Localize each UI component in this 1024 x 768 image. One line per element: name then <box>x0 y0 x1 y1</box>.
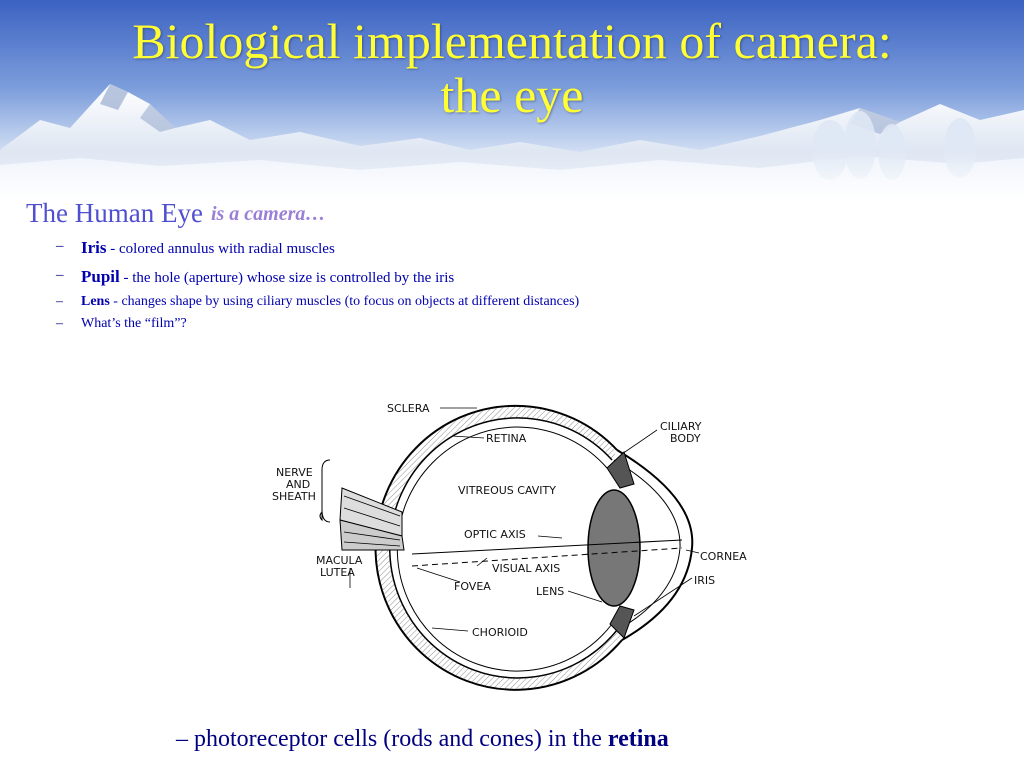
slide-title: Biological implementation of camera: the… <box>0 14 1024 122</box>
bullet-term: Iris <box>81 238 107 257</box>
bullet-item-iris: – Iris - colored annulus with radial mus… <box>56 238 579 258</box>
label-ciliary-body-1: CILIARY <box>660 420 702 433</box>
bullet-separator: - <box>106 241 119 257</box>
optic-axis-line <box>411 539 683 555</box>
label-vitreous-cavity: VITREOUS CAVITY <box>458 484 556 497</box>
bullet-item-lens: – Lens - changes shape by using ciliary … <box>56 294 579 310</box>
bullet-dash: – <box>56 294 63 309</box>
label-nerve-3: SHEATH <box>272 490 316 503</box>
bullet-item-pupil: – Pupil - the hole (aperture) whose size… <box>56 267 579 287</box>
section-heading: The Human Eye is a camera… <box>26 198 325 229</box>
cornea-shape <box>616 449 694 641</box>
eye-diagram: SCLERA RETINA CILIARY BODY NERVE AND SHE… <box>262 388 762 708</box>
bullet-text: the hole (aperture) whose size is contro… <box>132 270 455 286</box>
iris-shape <box>609 605 635 639</box>
label-lens: LENS <box>536 585 564 598</box>
label-macula-1: MACULA <box>316 554 363 567</box>
label-optic-axis: OPTIC AXIS <box>464 528 526 541</box>
mountain-banner <box>0 0 1024 200</box>
bullet-text: colored annulus with radial muscles <box>119 241 335 257</box>
footer-emphasis: retina <box>607 726 669 752</box>
label-retina: RETINA <box>486 432 527 445</box>
bullet-dash: – <box>56 238 64 254</box>
label-cornea: CORNEA <box>700 550 747 563</box>
bullet-dash: – <box>56 316 63 331</box>
bullet-text: What’s the “film”? <box>81 316 187 331</box>
label-nerve-1: NERVE <box>276 466 313 479</box>
bullet-item-film: – What’s the “film”? <box>56 316 579 332</box>
optic-nerve-shape <box>339 487 405 551</box>
label-iris: IRIS <box>694 574 715 587</box>
label-visual-axis: VISUAL AXIS <box>492 562 560 575</box>
visual-axis-line <box>411 547 683 567</box>
bullet-separator: - <box>119 270 133 286</box>
label-sclera: SCLERA <box>387 402 430 415</box>
heading-emphasis: is a camera… <box>210 203 326 225</box>
slide-title-line-2: the eye <box>440 67 584 123</box>
label-macula-2: LUTEA <box>320 566 355 579</box>
label-ciliary-body-2: BODY <box>670 432 701 445</box>
label-chorioid: CHORIOID <box>472 626 528 639</box>
bullet-separator: - <box>109 294 122 309</box>
bullet-dash: – <box>56 267 64 283</box>
bullet-text: changes shape by using ciliary muscles (… <box>121 294 580 309</box>
ciliary-body-shape <box>606 451 635 489</box>
lens-shape <box>587 489 641 607</box>
footer-text: – photoreceptor cells (rods and cones) i… <box>176 726 608 752</box>
footer-line: – photoreceptor cells (rods and cones) i… <box>176 726 669 753</box>
bullet-term: Pupil <box>81 267 120 286</box>
slide-title-line-1: Biological implementation of camera: <box>132 13 892 69</box>
label-nerve-2: AND <box>286 478 310 491</box>
bullet-list: – Iris - colored annulus with radial mus… <box>56 238 579 332</box>
label-fovea: FOVEA <box>454 580 491 593</box>
heading-text: The Human Eye <box>26 198 203 228</box>
bullet-term: Lens <box>81 294 110 309</box>
